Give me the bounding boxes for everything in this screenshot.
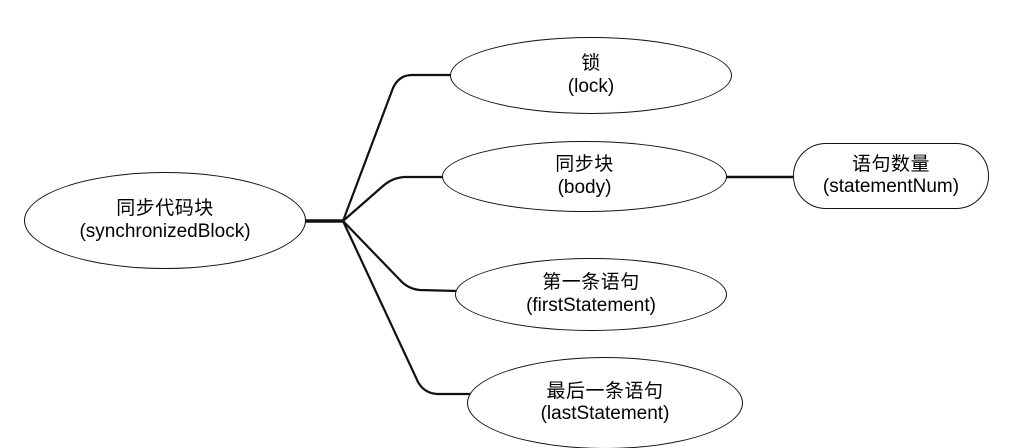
edge-root-to-last-statement <box>341 219 474 396</box>
node-statement-num[interactable]: 语句数量 (statementNum) <box>793 143 989 209</box>
node-label-cn: 同步代码块 <box>116 198 214 220</box>
node-label-en: (lock) <box>567 75 615 97</box>
node-last-statement[interactable]: 最后一条语句 (lastStatement) <box>467 357 743 448</box>
edge-root-to-first-statement <box>341 219 459 293</box>
edge-root-to-lock <box>341 73 452 223</box>
node-label-en: (firstStatement) <box>526 294 656 316</box>
node-first-statement[interactable]: 第一条语句 (firstStatement) <box>455 258 727 331</box>
node-label-cn: 第一条语句 <box>542 272 640 294</box>
node-label-en: (statementNum) <box>822 176 960 197</box>
node-label-cn: 语句数量 <box>851 153 930 175</box>
node-label-en: (body) <box>557 176 612 198</box>
node-label-cn: 同步块 <box>555 154 614 176</box>
node-synchronized-block[interactable]: 同步代码块 (synchronizedBlock) <box>24 172 306 269</box>
edge-root-to-body <box>341 175 444 223</box>
node-label-cn: 最后一条语句 <box>546 380 664 402</box>
node-body[interactable]: 同步块 (body) <box>442 141 727 212</box>
node-label-en: (lastStatement) <box>540 403 670 424</box>
node-lock[interactable]: 锁 (lock) <box>450 37 732 114</box>
node-label-cn: 锁 <box>581 53 601 75</box>
node-label-en: (synchronizedBlock) <box>79 220 251 242</box>
